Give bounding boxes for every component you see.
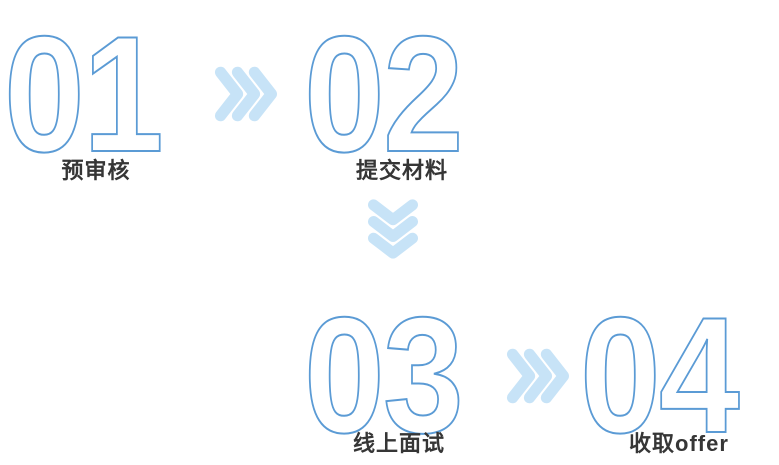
step-4-label: 收取offer	[629, 431, 729, 456]
chevron-right-icon	[214, 66, 278, 122]
step-1-number: 01	[3, 2, 164, 186]
step-3-label: 线上面试	[352, 431, 445, 456]
step-2-label: 提交材料	[355, 158, 448, 183]
step-2-number: 02	[303, 2, 464, 186]
chevron-down-icon	[368, 198, 418, 260]
step-4-number: 04	[579, 283, 740, 465]
step-1-label: 预审核	[61, 158, 131, 183]
step-3-number: 03	[303, 283, 464, 465]
chevron-right-icon	[506, 348, 570, 404]
